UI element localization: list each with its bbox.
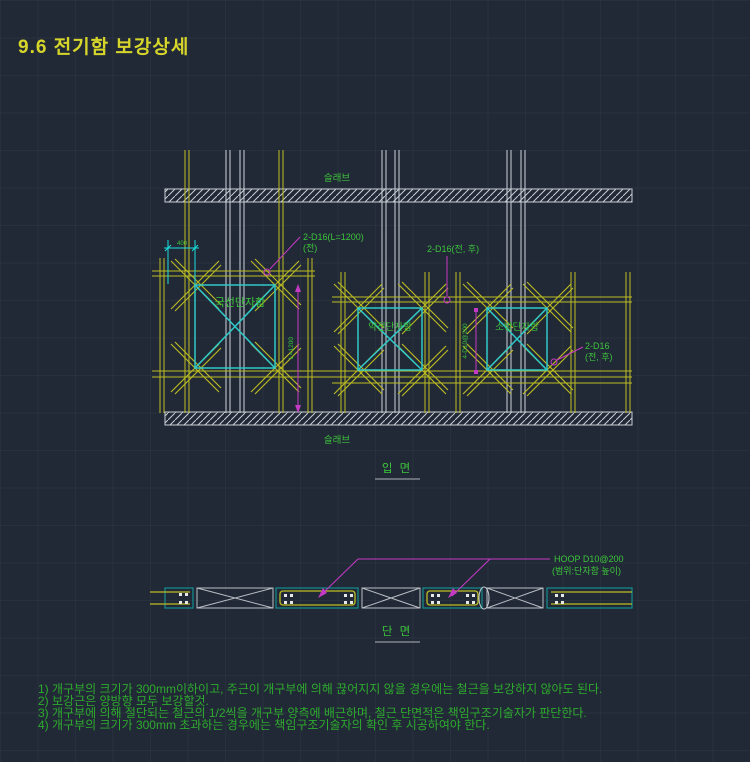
note-line-2: 2) 보강근은 양방향 모두 보강할것. (38, 694, 209, 708)
section-box-segments (164, 587, 633, 609)
section-rebar-dots (179, 593, 564, 604)
page-title: 9.6 전기함 보강상세 (18, 37, 190, 58)
dim-hoop-vertical-label: 4-D10@200 (462, 323, 469, 359)
ann-rebar-top-line1: 2-D16(L=1200) (303, 232, 364, 242)
slab-top-label: 슬래브 (324, 173, 350, 184)
leader-hoop (319, 558, 550, 597)
ann-rebar-mid: 2-D16(전, 후) (427, 244, 479, 254)
dim-left-400 (164, 240, 199, 284)
terminal-box-3 (486, 307, 548, 371)
terminal-box-2-label: 약전단자함 (368, 321, 412, 333)
ann-rebar-right-line1: 2-D16 (585, 341, 610, 351)
notes-block: 1) 개구부의 크기가 300mm이하이고, 주근이 개구부에 의해 끊어지지 … (38, 682, 602, 732)
note-line-1: 1) 개구부의 크기가 300mm이하이고, 주근이 개구부에 의해 끊어지지 … (38, 682, 602, 696)
terminal-box-1-label: 국선단자함 (215, 296, 266, 309)
hoop-label-line1: HOOP D10@200 (554, 554, 624, 564)
terminal-box-1 (194, 284, 276, 369)
terminal-box-3-label: 소방단자함 (495, 322, 539, 333)
dim-left-400-label: 400 (177, 241, 188, 247)
section-view-label: 단 면 (382, 625, 412, 638)
leader-rebar-right (550, 346, 584, 366)
slab-bottom-hatch (164, 411, 633, 426)
vertical-rebar-white (225, 150, 526, 413)
ann-rebar-top-line2: (전) (303, 243, 317, 253)
dim-hoop-vertical (474, 308, 478, 374)
dim-vertical-l1200 (295, 284, 301, 413)
slab-bottom-label: 슬래브 (324, 435, 350, 446)
leader-rebar-top (263, 236, 301, 276)
dim-vertical-label: L=1200 (288, 337, 295, 359)
vertical-rebar-yellow (159, 150, 631, 413)
hoop-label-line2: (범위:단자함 높이) (552, 566, 621, 576)
note-line-4: 4) 개구부의 크기가 300mm 초과하는 경우에는 책임구조기술자의 확인 … (38, 717, 490, 732)
section-wall-segments (196, 587, 544, 609)
terminal-box-2 (357, 307, 423, 371)
leader-hoop-arrows (318, 588, 457, 598)
elevation-view-label: 입 면 (382, 462, 412, 475)
leader-rebar-mid (443, 256, 451, 304)
section-ellipse-marker (478, 586, 490, 610)
ann-rebar-right-line2: (전, 후) (585, 352, 613, 362)
note-line-3: 3) 개구부에 의해 절단되는 철근의 1/2씩을 개구부 양측에 배근하며, … (38, 705, 587, 720)
